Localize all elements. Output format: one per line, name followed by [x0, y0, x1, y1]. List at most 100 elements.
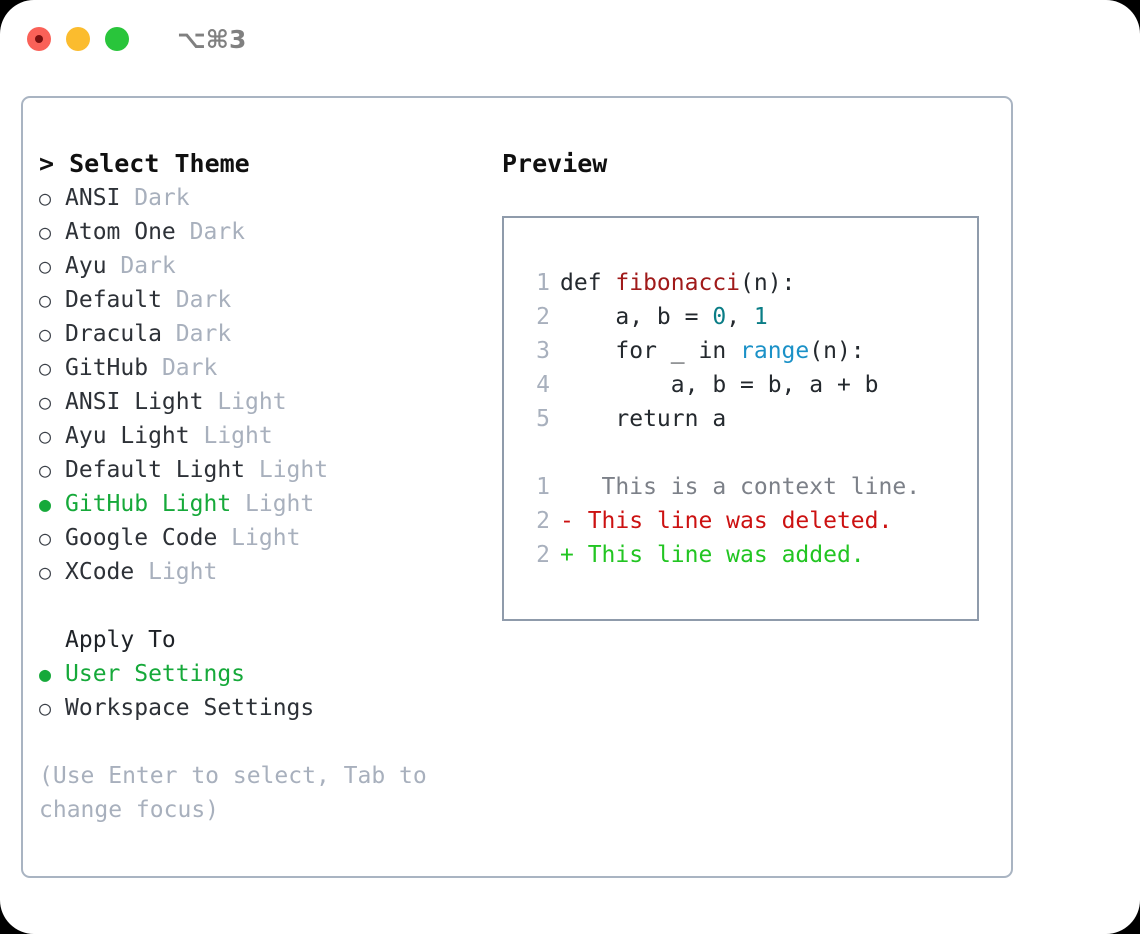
theme-option-github[interactable]: ○GitHub Dark — [39, 351, 479, 385]
theme-option-name: GitHub Light — [65, 491, 232, 517]
code-token-kw: return a — [560, 406, 727, 432]
code-line-number: 2 — [536, 304, 550, 330]
code-blank-line — [504, 436, 977, 470]
diff-line: 2 + This line was added. — [504, 538, 977, 572]
code-line-text: return a — [560, 402, 726, 436]
diff-sign — [560, 470, 574, 504]
code-line: 1 def fibonacci(n): — [504, 266, 977, 300]
theme-option-variant: Light — [217, 525, 301, 551]
diff-sign: + — [560, 542, 574, 568]
code-token-plain: a, b = b, a + b — [560, 372, 879, 398]
diff-sample: 1 This is a context line.2- This line wa… — [504, 470, 977, 572]
apply-to-option-name: Workspace Settings — [65, 695, 315, 721]
keyboard-hint-text: (Use Enter to select, Tab to change focu… — [39, 763, 427, 823]
theme-option-variant: Light — [189, 423, 273, 449]
apply-to-option-workspace-settings[interactable]: ○ Workspace Settings — [39, 691, 479, 725]
theme-option-ansi[interactable]: ○ ANSI Dark — [39, 181, 479, 215]
diff-line: 2- This line was deleted. — [504, 504, 977, 538]
code-line-text: def fibonacci(n): — [560, 266, 795, 300]
code-line-number: 4 — [536, 372, 550, 398]
apply-to-option-user-settings[interactable]: ●User Settings — [39, 657, 479, 691]
code-token-plain: (n): — [809, 338, 865, 364]
theme-option-variant: Dark — [161, 287, 232, 313]
code-token-plain: (n): — [740, 270, 796, 296]
theme-option-atom-one[interactable]: ○Atom One Dark — [39, 215, 479, 249]
theme-option-name: GitHub — [65, 355, 149, 381]
code-line: 4 a, b = b, a + b — [504, 368, 977, 402]
theme-option-name: ANSI — [65, 185, 121, 211]
theme-option-xcode[interactable]: ○ XCode Light — [39, 555, 479, 589]
theme-option-ayu[interactable]: ○ Ayu Dark — [39, 249, 479, 283]
code-token-plain: a, b = — [560, 304, 713, 330]
theme-option-name: Atom One — [65, 219, 176, 245]
diff-line: 1 This is a context line. — [504, 470, 977, 504]
code-token-plain: , — [726, 304, 754, 330]
theme-option-default-light[interactable]: ○Default Light Light — [39, 453, 479, 487]
theme-option-variant: Dark — [106, 253, 176, 279]
theme-option-name: Default — [65, 287, 162, 313]
code-line: 2 a, b = 0, 1 — [504, 300, 977, 334]
main-panel: > Select Theme ○ANSI Dark○Atom One Dark○… — [21, 96, 1013, 878]
theme-option-variant: Light — [203, 389, 287, 415]
code-token-num: 0 — [712, 304, 727, 330]
apply-to-option-name: User Settings — [65, 661, 246, 687]
diff-line-text: This line was added. — [573, 542, 865, 568]
theme-option-name: ANSI Light — [65, 389, 204, 415]
theme-list: ○ANSI Dark○Atom One Dark○Ayu Dark○Defaul… — [39, 181, 479, 589]
code-token-num: 1 — [753, 304, 768, 330]
theme-option-variant: Light — [231, 491, 315, 517]
apply-to-list: ●User Settings ○ Workspace Settings — [39, 657, 479, 725]
theme-option-variant: Light — [134, 559, 218, 585]
theme-option-variant: Dark — [175, 219, 246, 245]
keyboard-shortcut-label: ⌥⌘3 — [177, 24, 247, 54]
code-token-fn: fibonacci — [615, 270, 741, 296]
code-line-text: a, b = b, a + b — [560, 368, 879, 402]
code-token-kw: for _ in — [560, 338, 741, 364]
diff-line-number: 2 — [536, 542, 550, 568]
theme-option-name: XCode — [65, 559, 135, 585]
theme-option-variant: Dark — [120, 185, 190, 211]
minimize-window-button[interactable] — [66, 27, 90, 51]
theme-option-name: Ayu — [65, 253, 107, 279]
radio-unselected-icon: ○ — [39, 390, 52, 414]
section-spacer — [39, 589, 479, 623]
diff-line-text: This line was deleted. — [573, 508, 893, 534]
code-line-number: 1 — [536, 270, 550, 296]
radio-unselected-icon: ○ — [39, 254, 52, 278]
radio-unselected-icon: ○ — [39, 322, 52, 346]
code-line-number: 3 — [536, 338, 550, 364]
code-line-text: a, b = 0, 1 — [560, 300, 768, 334]
theme-option-ayu-light[interactable]: ○ Ayu Light Light — [39, 419, 479, 453]
diff-line-text: This is a context line. — [573, 474, 921, 500]
theme-option-github-light[interactable]: ● GitHub Light Light — [39, 487, 479, 521]
radio-unselected-icon: ○ — [39, 560, 52, 584]
close-window-button[interactable] — [27, 27, 51, 51]
theme-option-name: Google Code — [65, 525, 218, 551]
theme-option-ansi-light[interactable]: ○ ANSI Light Light — [39, 385, 479, 419]
theme-option-variant: Light — [245, 457, 329, 483]
diff-sign: - — [560, 508, 574, 534]
theme-selector-column: > Select Theme ○ANSI Dark○Atom One Dark○… — [39, 147, 479, 827]
radio-unselected-icon: ○ — [39, 526, 52, 550]
code-token-builtin: range — [740, 338, 810, 364]
apply-to-label: Apply To — [65, 627, 176, 653]
theme-option-dracula[interactable]: ○ Dracula Dark — [39, 317, 479, 351]
theme-option-name: Dracula — [65, 321, 162, 347]
radio-unselected-icon: ○ — [39, 186, 52, 210]
diff-line-number: 1 — [536, 474, 550, 500]
theme-option-google-code[interactable]: ○ Google Code Light — [39, 521, 479, 555]
theme-option-name: Ayu Light — [65, 423, 190, 449]
code-line-text: for _ in range(n): — [560, 334, 865, 368]
code-line: 3 for _ in range(n): — [504, 334, 977, 368]
theme-option-default[interactable]: ○Default Dark — [39, 283, 479, 317]
theme-option-variant: Dark — [148, 355, 218, 381]
radio-unselected-icon: ○ — [39, 696, 52, 720]
maximize-window-button[interactable] — [105, 27, 129, 51]
theme-option-variant: Dark — [161, 321, 232, 347]
diff-line-number: 2 — [536, 508, 550, 534]
radio-selected-icon: ● — [39, 492, 52, 516]
theme-option-name: Default Light — [65, 457, 246, 483]
radio-unselected-icon: ○ — [39, 424, 52, 448]
